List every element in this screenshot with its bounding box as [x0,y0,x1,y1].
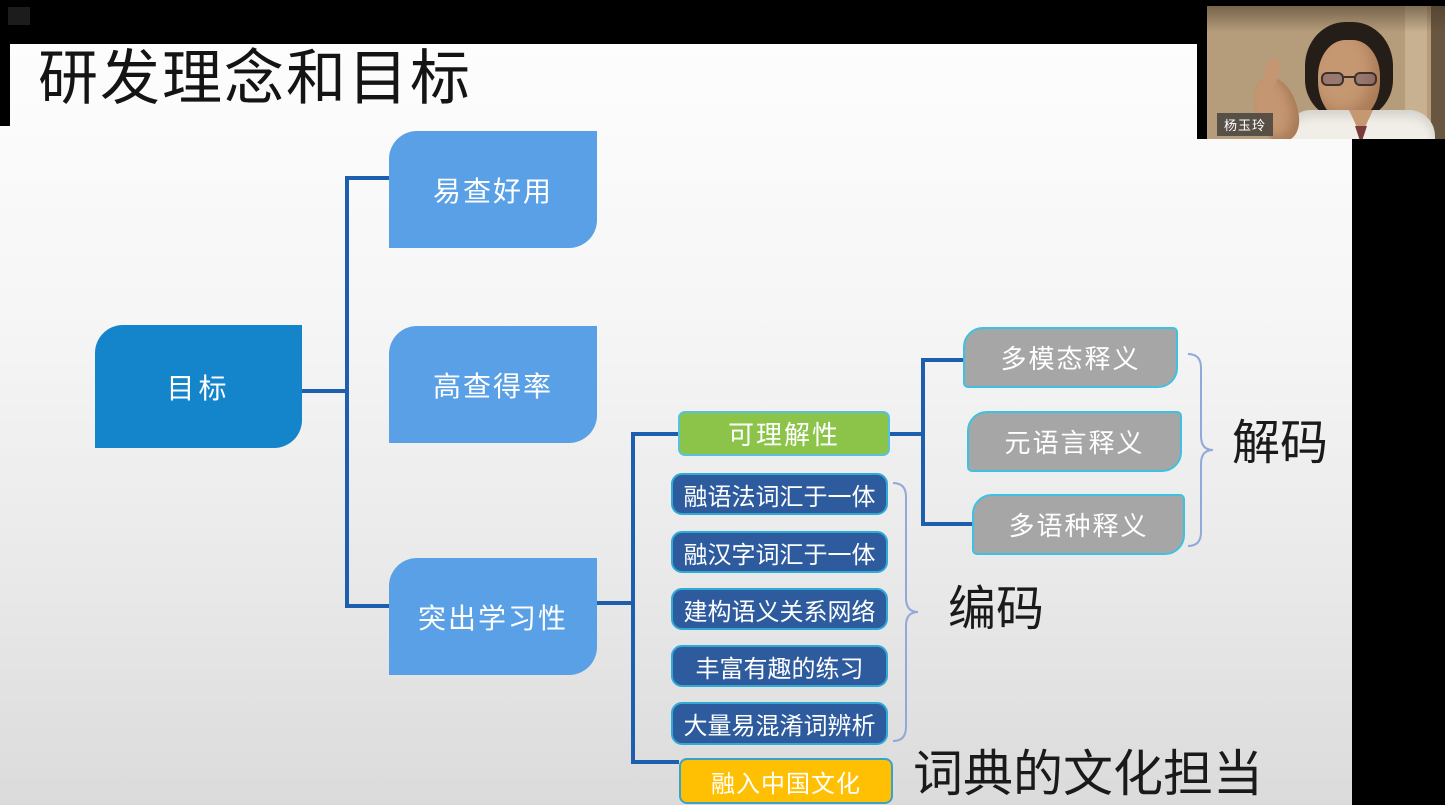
culture-role-label: 词典的文化担当 [913,746,1263,802]
connector-decode-stub-bottom [921,522,972,526]
root-node: 目标 [95,325,302,448]
goal-node-easy-lookup: 易查好用 [389,131,597,248]
connector-left-stub-bottom [345,604,392,608]
decode-node-1: 多模态释义 [963,327,1178,388]
shirt-collar-inner [1355,126,1367,139]
decode-brace [1187,353,1214,547]
encode-node-4: 丰富有趣的练习 [671,645,888,687]
presentation-slide: 研发理念和目标 目标 易查好用 高查得率 突出学习性 可理解性 融语法词汇于一体… [0,44,1352,805]
webcam-video: 杨玉玲 [1207,6,1445,139]
comprehensibility-node: 可理解性 [678,411,890,456]
connector-middle-parent-stub [597,601,635,605]
decode-node-3: 多语种释义 [972,494,1185,555]
connector-left-trunk [345,176,349,608]
culture-node: 融入中国文化 [679,758,893,804]
slide-title: 研发理念和目标 [38,46,472,112]
connector-decode-stub-top [921,358,963,362]
letterbox-left-notch [0,44,10,126]
encode-node-3: 建构语义关系网络 [671,588,888,630]
topbar-decoration [8,7,30,25]
goal-node-high-hit-rate: 高查得率 [389,326,597,443]
connector-right-trunk [921,358,925,525]
connector-green-right-stub [890,432,925,436]
glasses-left-lens [1321,72,1344,86]
encode-brace [892,482,919,742]
webcam-background-band [1405,6,1427,139]
glasses-right-lens [1354,72,1377,86]
speaker-face [1318,40,1380,122]
decode-node-2: 元语言释义 [967,411,1182,472]
webcam-tile: 杨玉玲 [1197,0,1445,139]
encode-node-1: 融语法词汇于一体 [671,473,888,515]
connector-root-stub [302,389,345,393]
connector-culture-stub [631,760,679,764]
connector-middle-trunk [631,432,635,764]
speaker-glasses [1321,72,1377,88]
encode-node-5: 大量易混淆词辨析 [671,702,888,745]
webcam-background-corner [1431,6,1445,139]
speaker-shirt [1285,110,1435,139]
decode-label: 解码 [1232,417,1329,470]
encode-node-2: 融汉字词汇于一体 [671,531,888,573]
goal-node-learnability: 突出学习性 [389,558,597,675]
encode-label: 编码 [948,583,1045,636]
connector-green-stub [631,432,678,436]
speaker-name-tag: 杨玉玲 [1217,113,1274,136]
connector-left-stub-top [345,176,392,180]
glasses-bridge [1342,76,1356,78]
